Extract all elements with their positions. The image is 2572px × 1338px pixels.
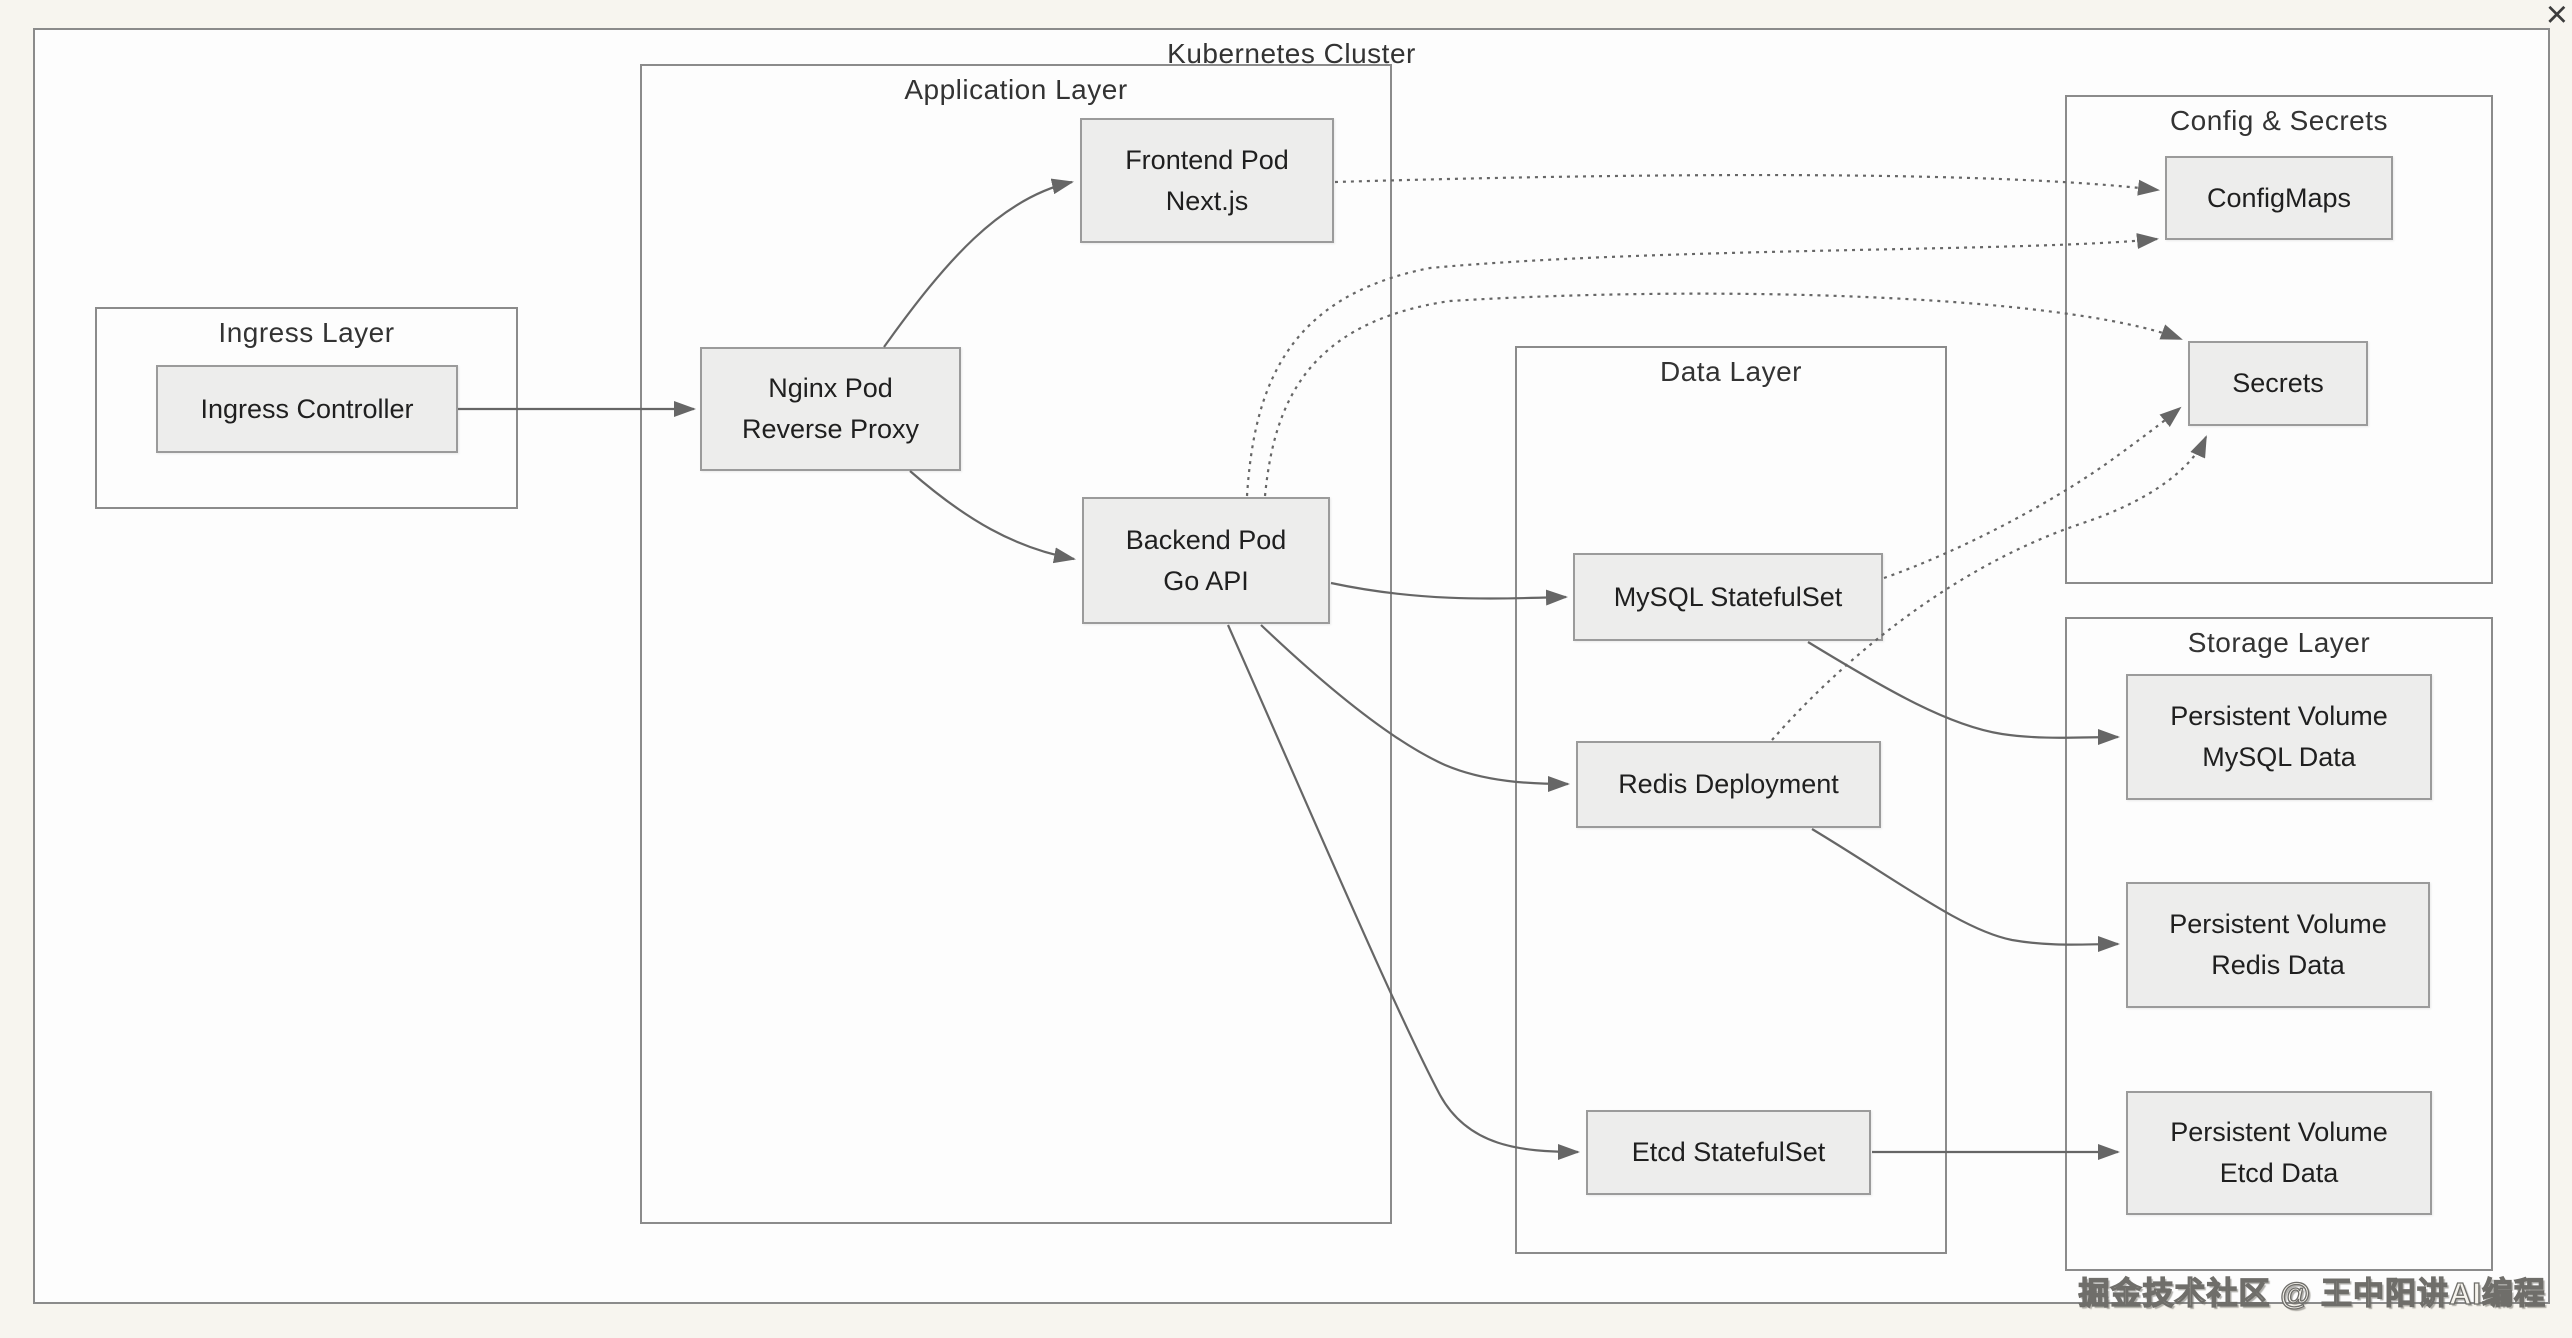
close-icon[interactable]: × <box>2545 0 2568 36</box>
node-sublabel: Next.js <box>1165 185 1249 216</box>
node-label: Frontend Pod <box>1125 144 1289 175</box>
node-frontend-pod[interactable]: Frontend Pod Next.js <box>1080 118 1334 243</box>
node-backend-pod[interactable]: Backend Pod Go API <box>1082 497 1330 624</box>
node-sublabel: Go API <box>1163 565 1249 596</box>
cluster-title: Kubernetes Cluster <box>1167 38 1416 69</box>
node-nginx-pod[interactable]: Nginx Pod Reverse Proxy <box>700 347 961 471</box>
node-pv-etcd[interactable]: Persistent Volume Etcd Data <box>2126 1091 2432 1215</box>
node-label: Persistent Volume <box>2169 909 2387 939</box>
node-mysql-statefulset[interactable]: MySQL StatefulSet <box>1573 553 1883 641</box>
watermark-text: 掘金技术社区 @ 王中阳讲AI编程 <box>2078 1275 2546 1311</box>
node-label: Backend Pod <box>1125 524 1287 555</box>
node-label: Persistent Volume <box>2170 1117 2388 1147</box>
node-label: Etcd StatefulSet <box>1631 1137 1826 1167</box>
node-label: Ingress Controller <box>200 393 414 424</box>
node-label: MySQL StatefulSet <box>1613 581 1843 612</box>
node-label: Redis Deployment <box>1618 769 1839 799</box>
layer-ingress: Ingress Layer <box>95 307 518 509</box>
node-sublabel: Reverse Proxy <box>741 414 920 444</box>
node-label: ConfigMaps <box>2206 182 2352 213</box>
node-label: Nginx Pod <box>768 373 893 403</box>
layer-ingress-title: Ingress Layer <box>218 317 395 348</box>
node-label: Secrets <box>2232 368 2324 398</box>
layer-data-title: Data Layer <box>1660 356 1802 387</box>
layer-config-secrets-title: Config & Secrets <box>2169 105 2389 136</box>
node-etcd-statefulset[interactable]: Etcd StatefulSet <box>1586 1110 1871 1195</box>
node-sublabel: MySQL Data <box>2202 742 2356 772</box>
node-ingress-controller[interactable]: Ingress Controller <box>156 365 458 453</box>
node-pv-mysql[interactable]: Persistent Volume MySQL Data <box>2126 674 2432 800</box>
node-sublabel: Redis Data <box>2211 950 2345 980</box>
node-label: Persistent Volume <box>2170 701 2388 731</box>
layer-storage-title: Storage Layer <box>2187 627 2371 658</box>
node-secrets[interactable]: Secrets <box>2188 341 2368 426</box>
node-sublabel: Etcd Data <box>2219 1158 2339 1188</box>
node-redis-deployment[interactable]: Redis Deployment <box>1576 741 1881 828</box>
node-pv-redis[interactable]: Persistent Volume Redis Data <box>2126 882 2430 1008</box>
layer-application-title: Application Layer <box>904 74 1128 105</box>
layer-storage: Storage Layer <box>2065 617 2493 1271</box>
node-configmaps[interactable]: ConfigMaps <box>2165 156 2393 240</box>
